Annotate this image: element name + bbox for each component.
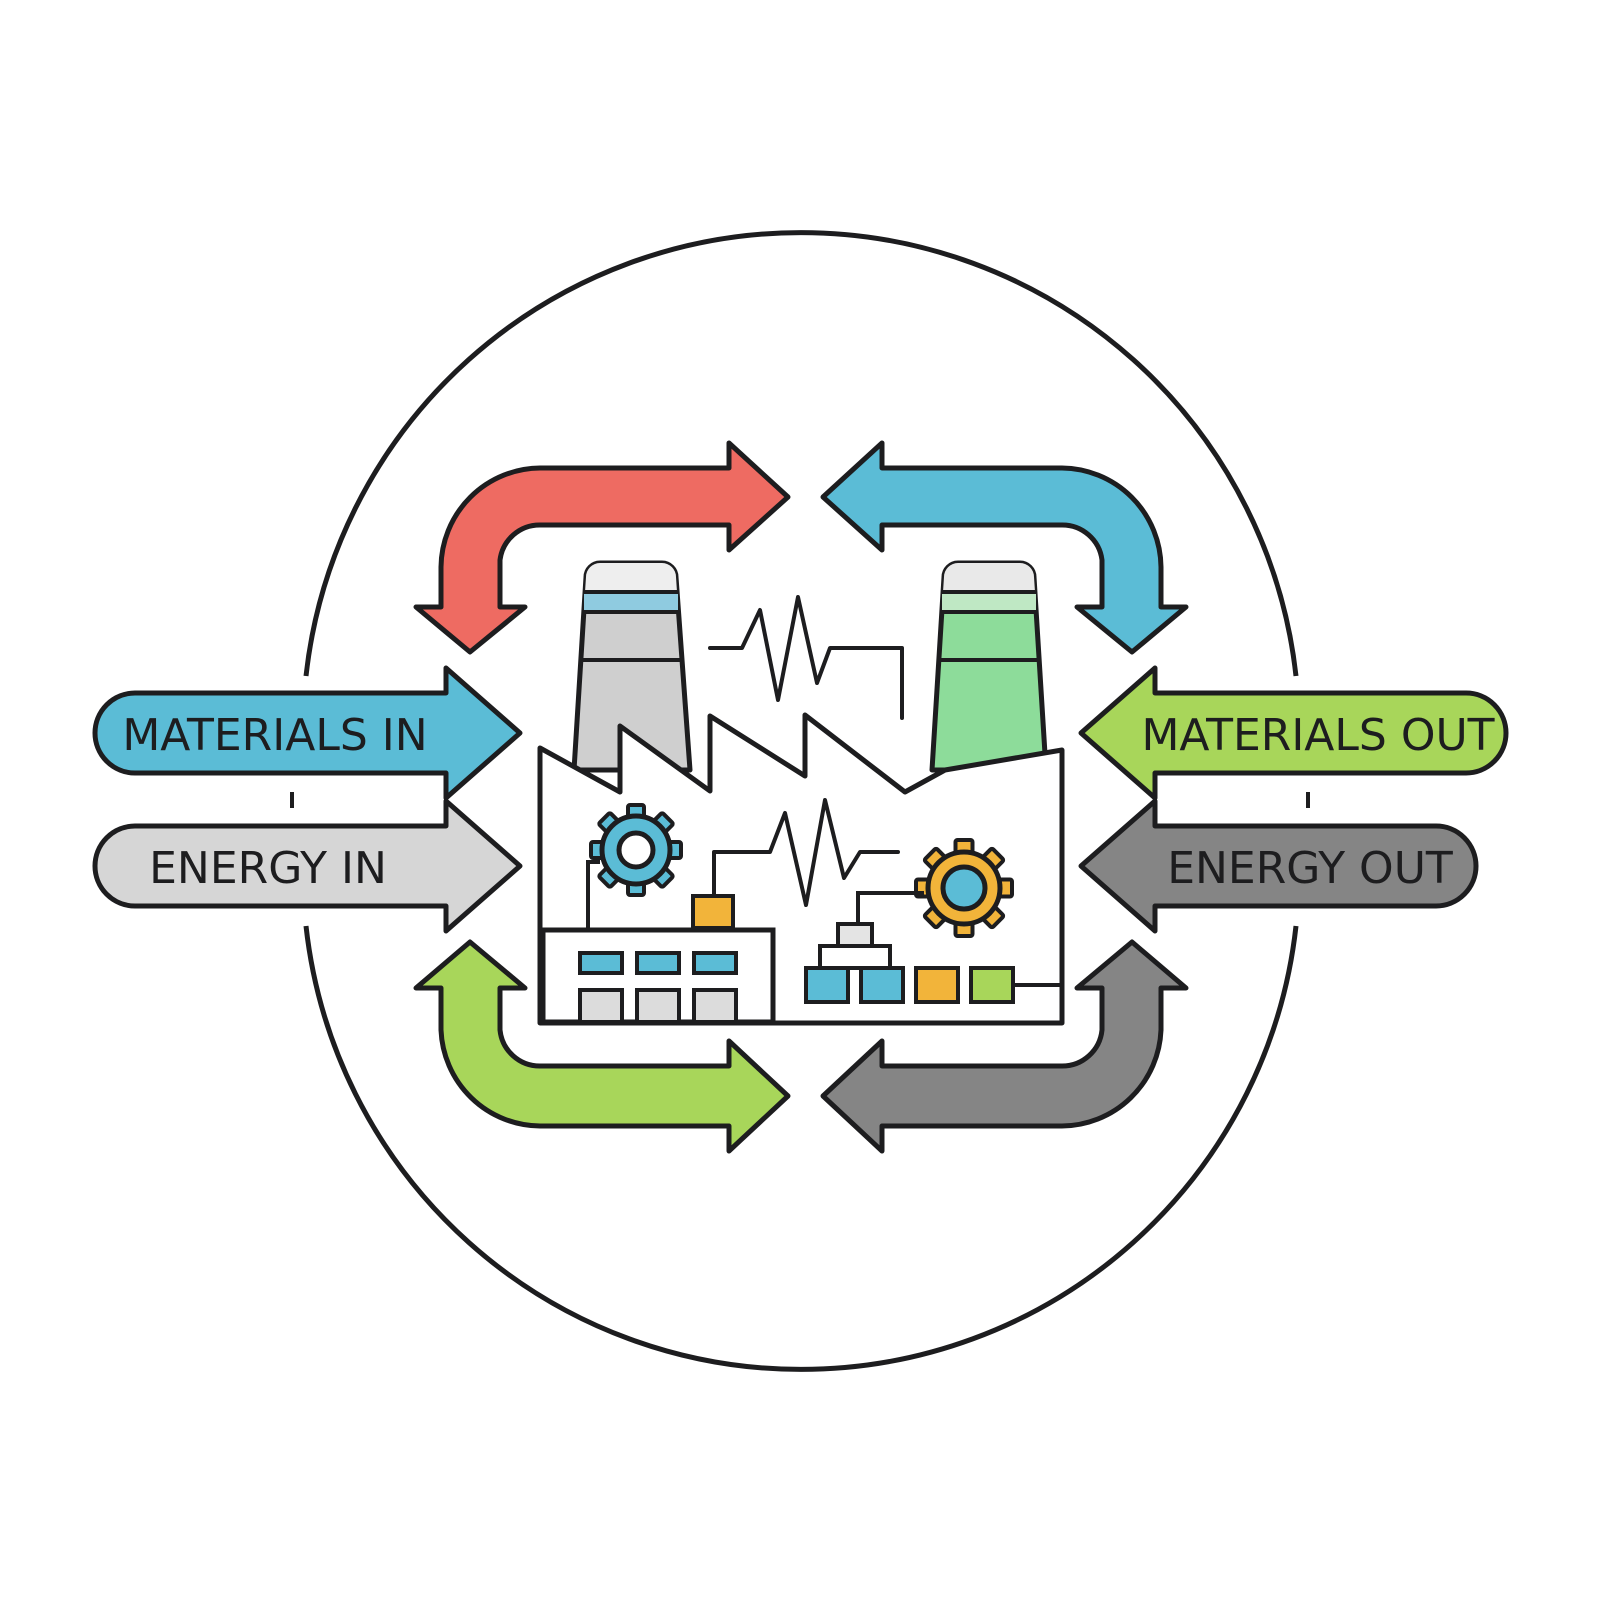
materials-out-label: MATERIALS OUT: [1141, 710, 1494, 761]
cycle-arrow-gray: [820, 939, 1189, 1154]
cycle-arrow-red: [413, 440, 791, 655]
process-blocks: [804, 922, 1060, 1004]
pulse-icon-center: [712, 798, 900, 907]
warehouse-block: [540, 927, 776, 1025]
gear-connector-right: [856, 891, 924, 924]
energy-out-arrow: ENERGY OUT: [1078, 798, 1479, 934]
energy-out-label: ENERGY OUT: [1167, 843, 1453, 894]
cycle-arrow-blue: [820, 440, 1189, 655]
materials-out-arrow: MATERIALS OUT: [1078, 665, 1509, 801]
materials-in-label: MATERIALS IN: [122, 710, 427, 761]
cycle-arrow-green: [413, 939, 791, 1154]
cycle-circle-top-arc: [303, 230, 1299, 677]
materials-in-arrow: MATERIALS IN: [92, 665, 523, 801]
pulse-icon: [708, 595, 904, 720]
smokestack-left: [571, 560, 693, 773]
gear-icon-right: [914, 838, 1014, 938]
smokestack-right: [929, 560, 1049, 773]
energy-in-arrow: ENERGY IN: [92, 798, 523, 934]
yellow-block: [691, 894, 735, 930]
gear-icon: [589, 803, 683, 897]
factory-icon: [537, 560, 1065, 1026]
gear-connector-left: [586, 860, 600, 928]
cycle-circle-bottom-arc: [303, 925, 1299, 1372]
energy-in-label: ENERGY IN: [149, 843, 387, 894]
